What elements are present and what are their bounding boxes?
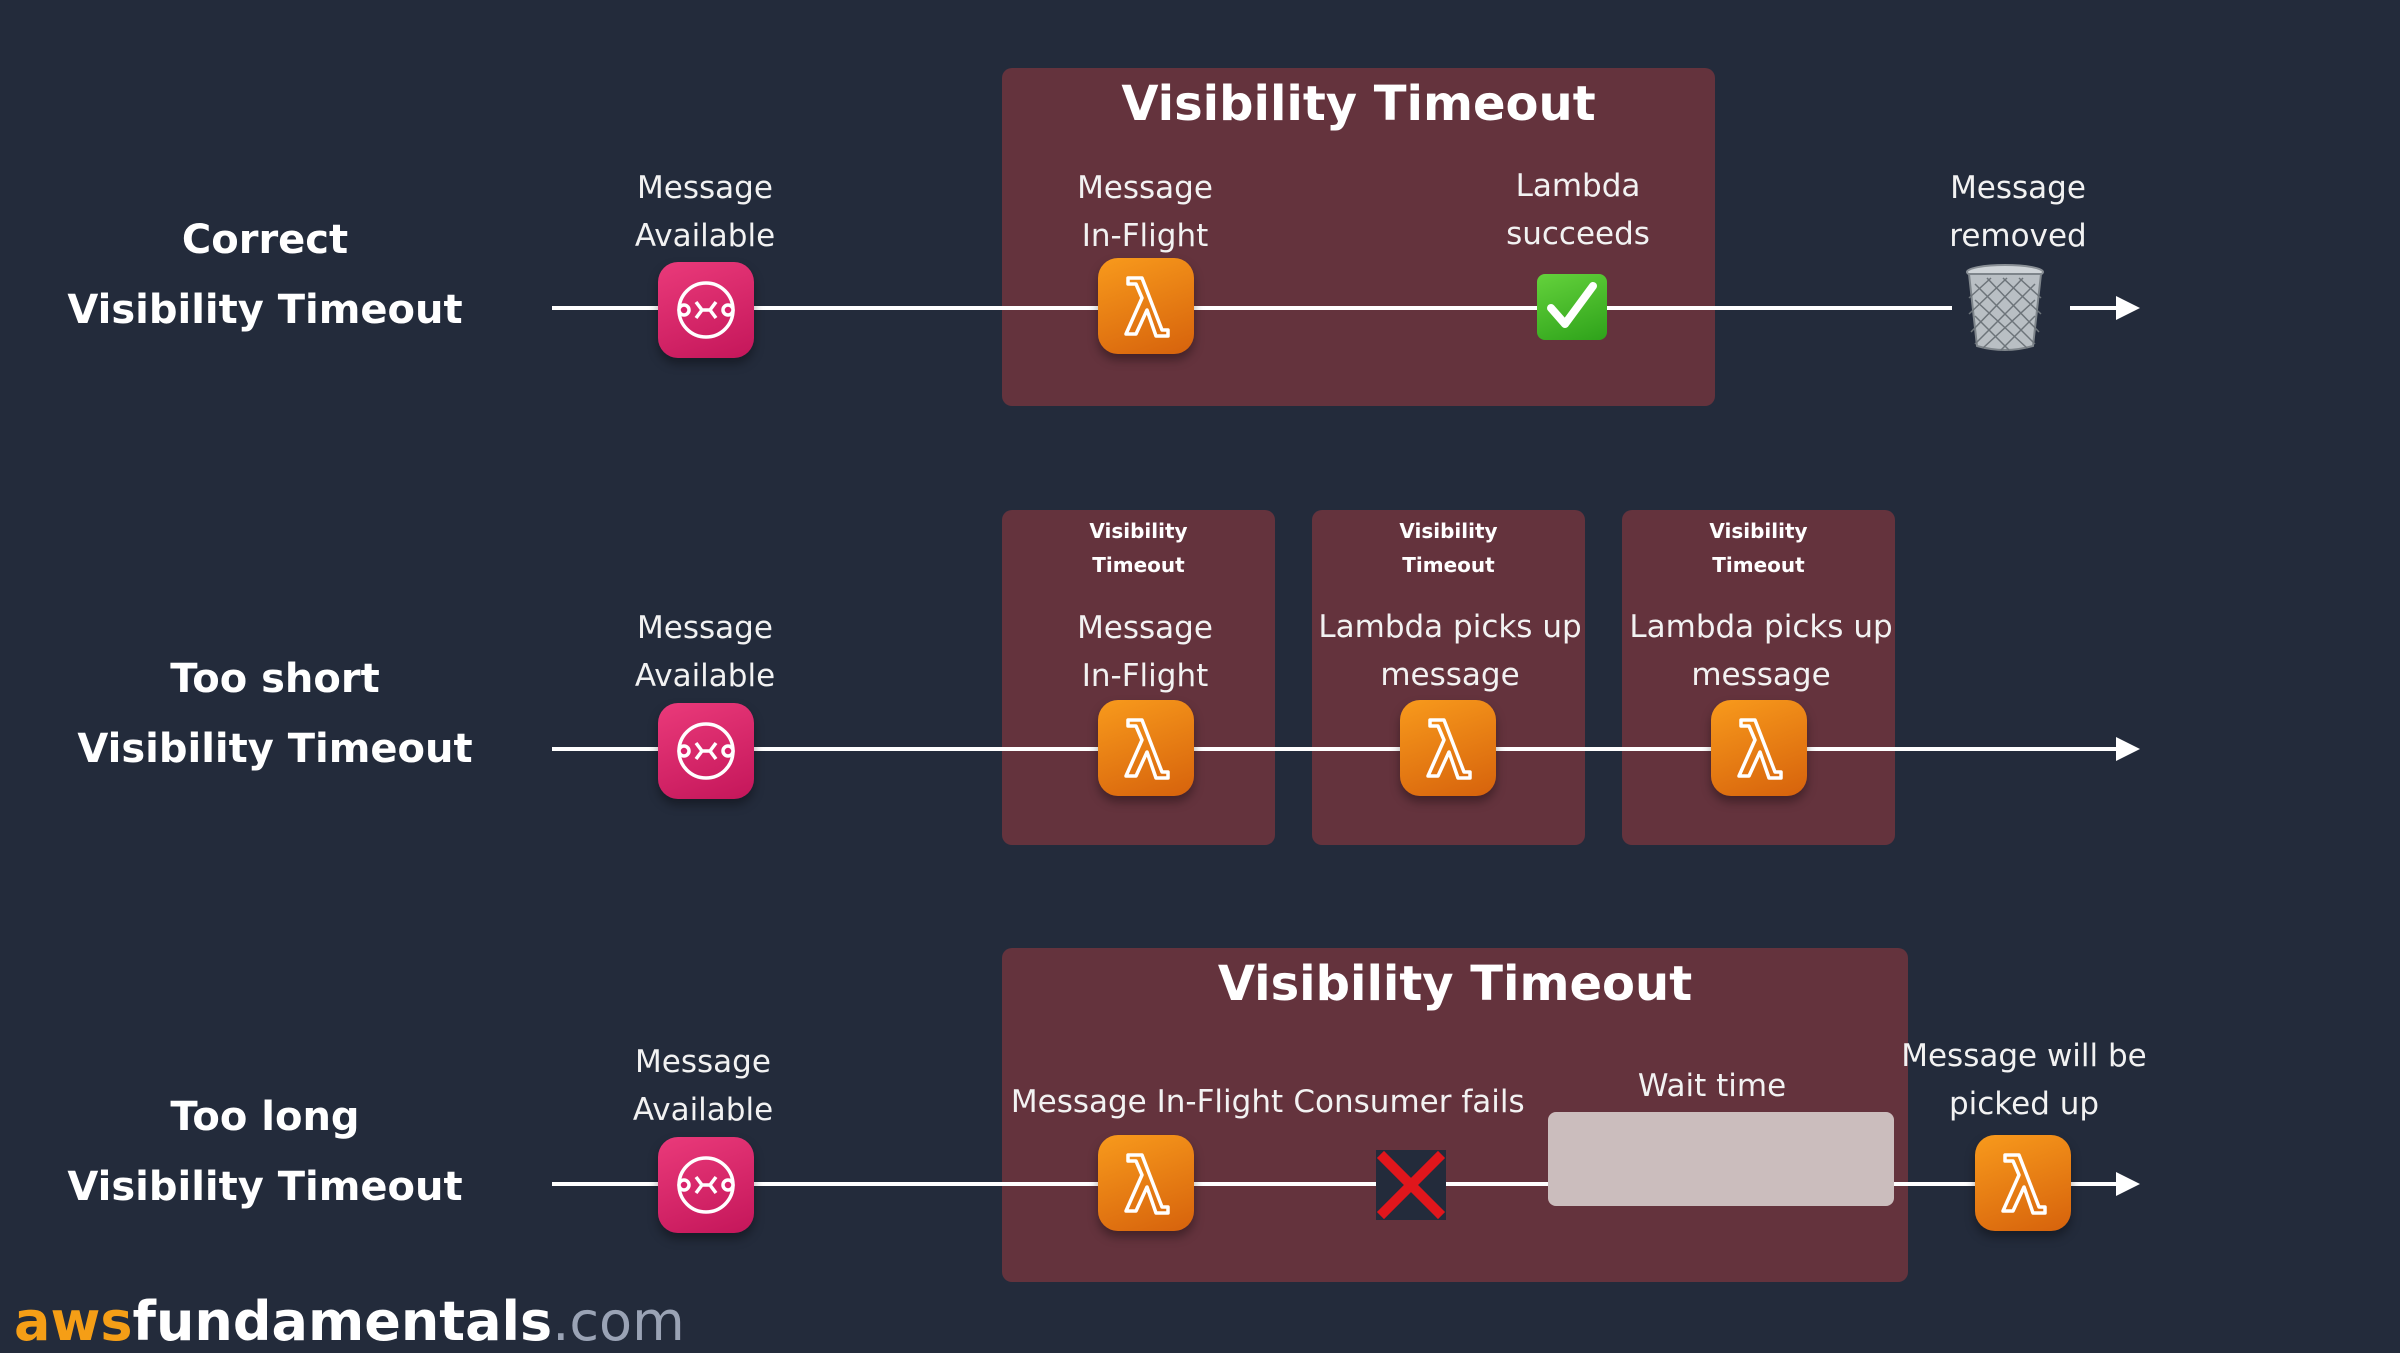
lambda-icon	[1400, 700, 1496, 796]
label-line: Lambda	[1515, 168, 1641, 204]
vt-title-line: Visibility	[1089, 519, 1188, 543]
sqs-icon	[658, 703, 754, 799]
label-line: message	[1691, 657, 1831, 693]
row2-vt-box-2-title: Visibility Timeout	[1312, 514, 1585, 582]
row2-box2-label: Lambda picks up message	[1318, 603, 1581, 699]
label-line: Message	[1077, 170, 1213, 206]
row2-timeline	[552, 747, 2120, 751]
row3-title-line2: Visibility Timeout	[67, 1164, 463, 1210]
row3-arrowhead	[2116, 1172, 2140, 1196]
row3-wait-time-label: Wait time	[1637, 1068, 1787, 1104]
label-line: Message	[637, 610, 773, 646]
label-line: Message	[637, 170, 773, 206]
vt-title-line: Visibility	[1709, 519, 1808, 543]
row1-title-line2: Visibility Timeout	[67, 287, 463, 333]
vt-title-line: Visibility	[1399, 519, 1498, 543]
row2-vt-box-3-title: Visibility Timeout	[1622, 514, 1895, 582]
brand-logo: awsfundamentals.com	[14, 1290, 685, 1353]
label-line: message	[1380, 657, 1520, 693]
row2-title: Too short Visibility Timeout	[35, 644, 515, 784]
brand-suffix: .com	[552, 1290, 685, 1353]
row3-consumer-fails-label: Consumer fails	[1293, 1084, 1525, 1120]
lambda-icon	[1098, 258, 1194, 354]
row3-title-line1: Too long	[170, 1094, 360, 1140]
row2-box3-label: Lambda picks up message	[1629, 603, 1892, 699]
lambda-icon	[1975, 1135, 2071, 1231]
vt-title-line: Timeout	[1402, 553, 1495, 577]
row3-timeline	[552, 1182, 2120, 1186]
lambda-icon	[1098, 700, 1194, 796]
row3-msg-available-label: Message Available	[633, 1038, 773, 1134]
row3-picked-up-label: Message will be picked up	[1901, 1032, 2147, 1128]
row1-timeline	[552, 306, 1952, 310]
row1-arrowhead	[2116, 296, 2140, 320]
label-line: Message	[1077, 610, 1213, 646]
label-line: Message	[1950, 170, 2086, 206]
label-line: picked up	[1948, 1086, 2100, 1122]
label-line: Message	[635, 1044, 771, 1080]
wait-time-bar	[1548, 1112, 1894, 1206]
row1-title-line1: Correct	[181, 217, 349, 263]
lambda-icon	[1711, 700, 1807, 796]
row1-in-flight-label: Message In-Flight	[1077, 164, 1213, 260]
row1-lambda-succeeds-label: Lambda succeeds	[1506, 162, 1650, 258]
vt-title-line: Timeout	[1712, 553, 1805, 577]
brand-main: fundamentals	[132, 1290, 553, 1353]
label-line: succeeds	[1506, 216, 1650, 252]
label-line: Available	[634, 658, 776, 694]
row2-arrowhead	[2116, 737, 2140, 761]
row2-box1-label: Message In-Flight	[1077, 604, 1213, 700]
row2-msg-available-label: Message Available	[635, 604, 775, 700]
label-line: Message will be	[1901, 1038, 2147, 1074]
label-line: In-Flight	[1081, 658, 1209, 694]
label-line: In-Flight	[1081, 218, 1209, 254]
label-line: Available	[632, 1092, 774, 1128]
row1-title: Correct Visibility Timeout	[25, 205, 505, 345]
row3-title: Too long Visibility Timeout	[25, 1082, 505, 1222]
lambda-icon	[1098, 1135, 1194, 1231]
row3-vt-title: Visibility Timeout	[1217, 956, 1693, 1012]
label-line: Lambda picks up	[1629, 609, 1893, 645]
red-x-icon	[1376, 1150, 1446, 1220]
brand-prefix: aws	[14, 1290, 133, 1353]
vt-title-line: Timeout	[1092, 553, 1185, 577]
row1-msg-available-label: Message Available	[635, 164, 775, 260]
row2-vt-box-1-title: Visibility Timeout	[1002, 514, 1275, 582]
label-line: Lambda picks up	[1318, 609, 1582, 645]
row2-title-line1: Too short	[170, 656, 380, 702]
trash-can-icon	[1963, 264, 2047, 352]
row1-removed-label: Message removed	[1949, 164, 2086, 260]
sqs-icon	[658, 1137, 754, 1233]
row1-timeline-end	[2070, 306, 2120, 310]
label-line: removed	[1949, 218, 2087, 254]
checkmark-icon	[1537, 274, 1607, 340]
row3-in-flight-label: Message In-Flight	[1010, 1084, 1284, 1120]
sqs-icon	[658, 262, 754, 358]
row1-vt-title: Visibility Timeout	[1121, 76, 1596, 132]
label-line: Available	[634, 218, 776, 254]
row2-title-line2: Visibility Timeout	[77, 726, 473, 772]
